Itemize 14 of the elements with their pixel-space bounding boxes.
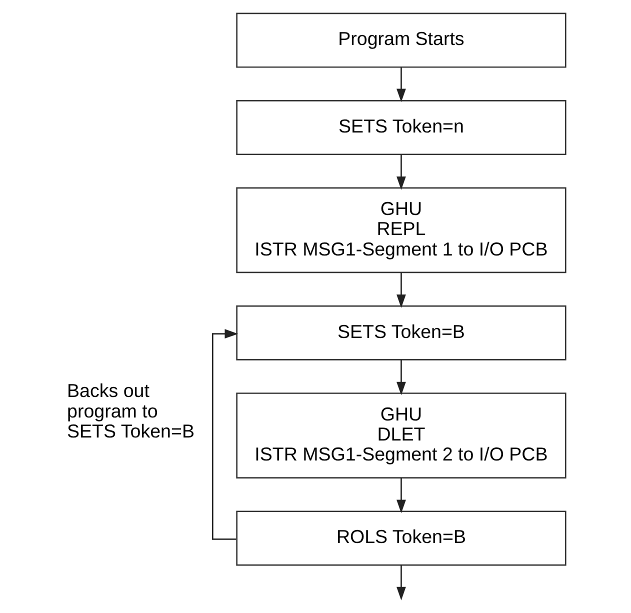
node-box: SETS Token=n <box>236 100 566 156</box>
arrow <box>396 272 406 308</box>
node-box: GHU REPL ISTR MSG1-Segment 1 to I/O PCB <box>236 187 566 274</box>
arrow <box>212 329 238 540</box>
node-box: Program Starts <box>236 12 566 68</box>
arrow <box>396 478 406 514</box>
node-box: SETS Token=B <box>236 305 566 360</box>
arrow <box>396 154 406 190</box>
node-box: GHU DLET ISTR MSG1-Segment 2 to I/O PCB <box>236 392 566 478</box>
node-box: ROLS Token=B <box>236 510 566 566</box>
arrow <box>396 67 406 102</box>
arrow <box>396 565 406 600</box>
arrow <box>396 360 406 396</box>
edge-label: Backs out program to SETS Token=B <box>66 380 194 442</box>
